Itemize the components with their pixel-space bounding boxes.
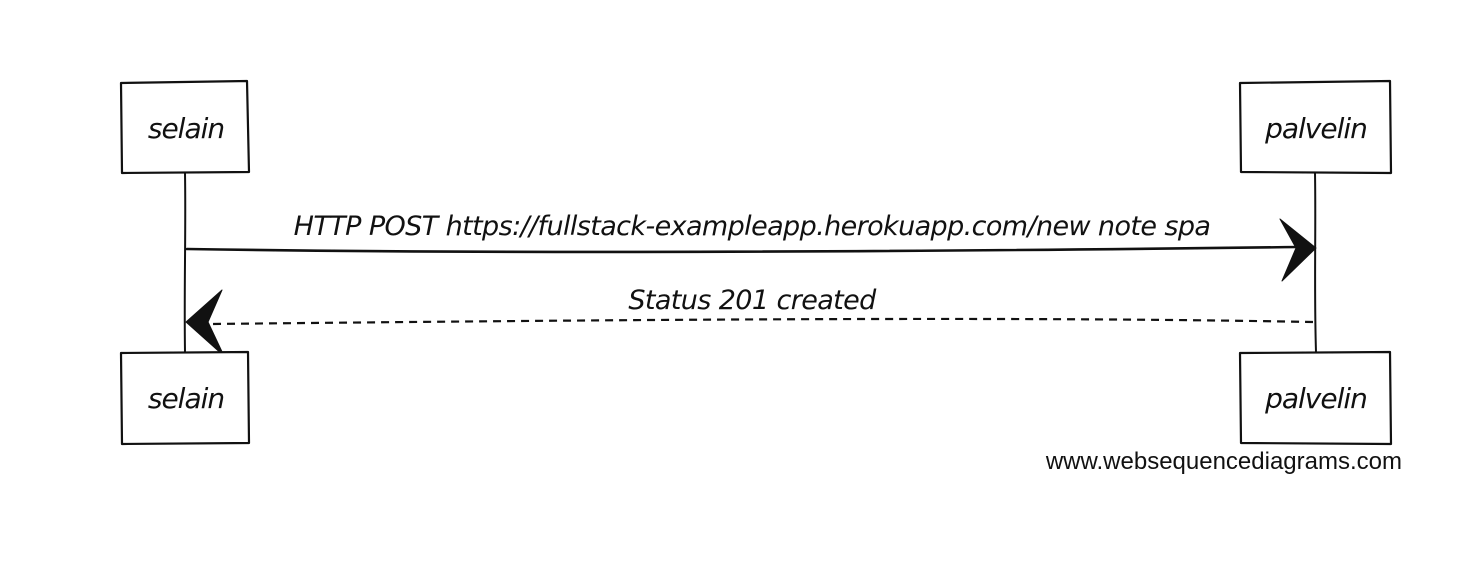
participant-box-selain-bottom: selain bbox=[119, 350, 251, 446]
participant-box-palvelin-bottom: palvelin bbox=[1238, 350, 1393, 446]
message-response: Status 201 created bbox=[185, 285, 1314, 357]
message-request: HTTP POST https://fullstack-exampleapp.h… bbox=[185, 211, 1317, 282]
lifeline-palvelin bbox=[1314, 172, 1317, 353]
lifeline-selain bbox=[183, 172, 187, 353]
watermark: www.websequencediagrams.com bbox=[1045, 448, 1402, 475]
message-label: Status 201 created bbox=[628, 285, 877, 316]
participant-label: palvelin bbox=[1264, 112, 1367, 145]
message-arrow-line bbox=[185, 245, 1302, 254]
message-arrow-line bbox=[209, 317, 1314, 326]
message-label: HTTP POST https://fullstack-exampleapp.h… bbox=[294, 211, 1211, 242]
participant-label: palvelin bbox=[1264, 382, 1367, 415]
participant-label: selain bbox=[148, 112, 224, 145]
participant-label: selain bbox=[148, 382, 224, 415]
arrowhead-right-icon bbox=[1279, 218, 1317, 282]
participant-box-selain-top: selain bbox=[119, 79, 251, 175]
participant-box-palvelin-top: palvelin bbox=[1238, 79, 1393, 175]
